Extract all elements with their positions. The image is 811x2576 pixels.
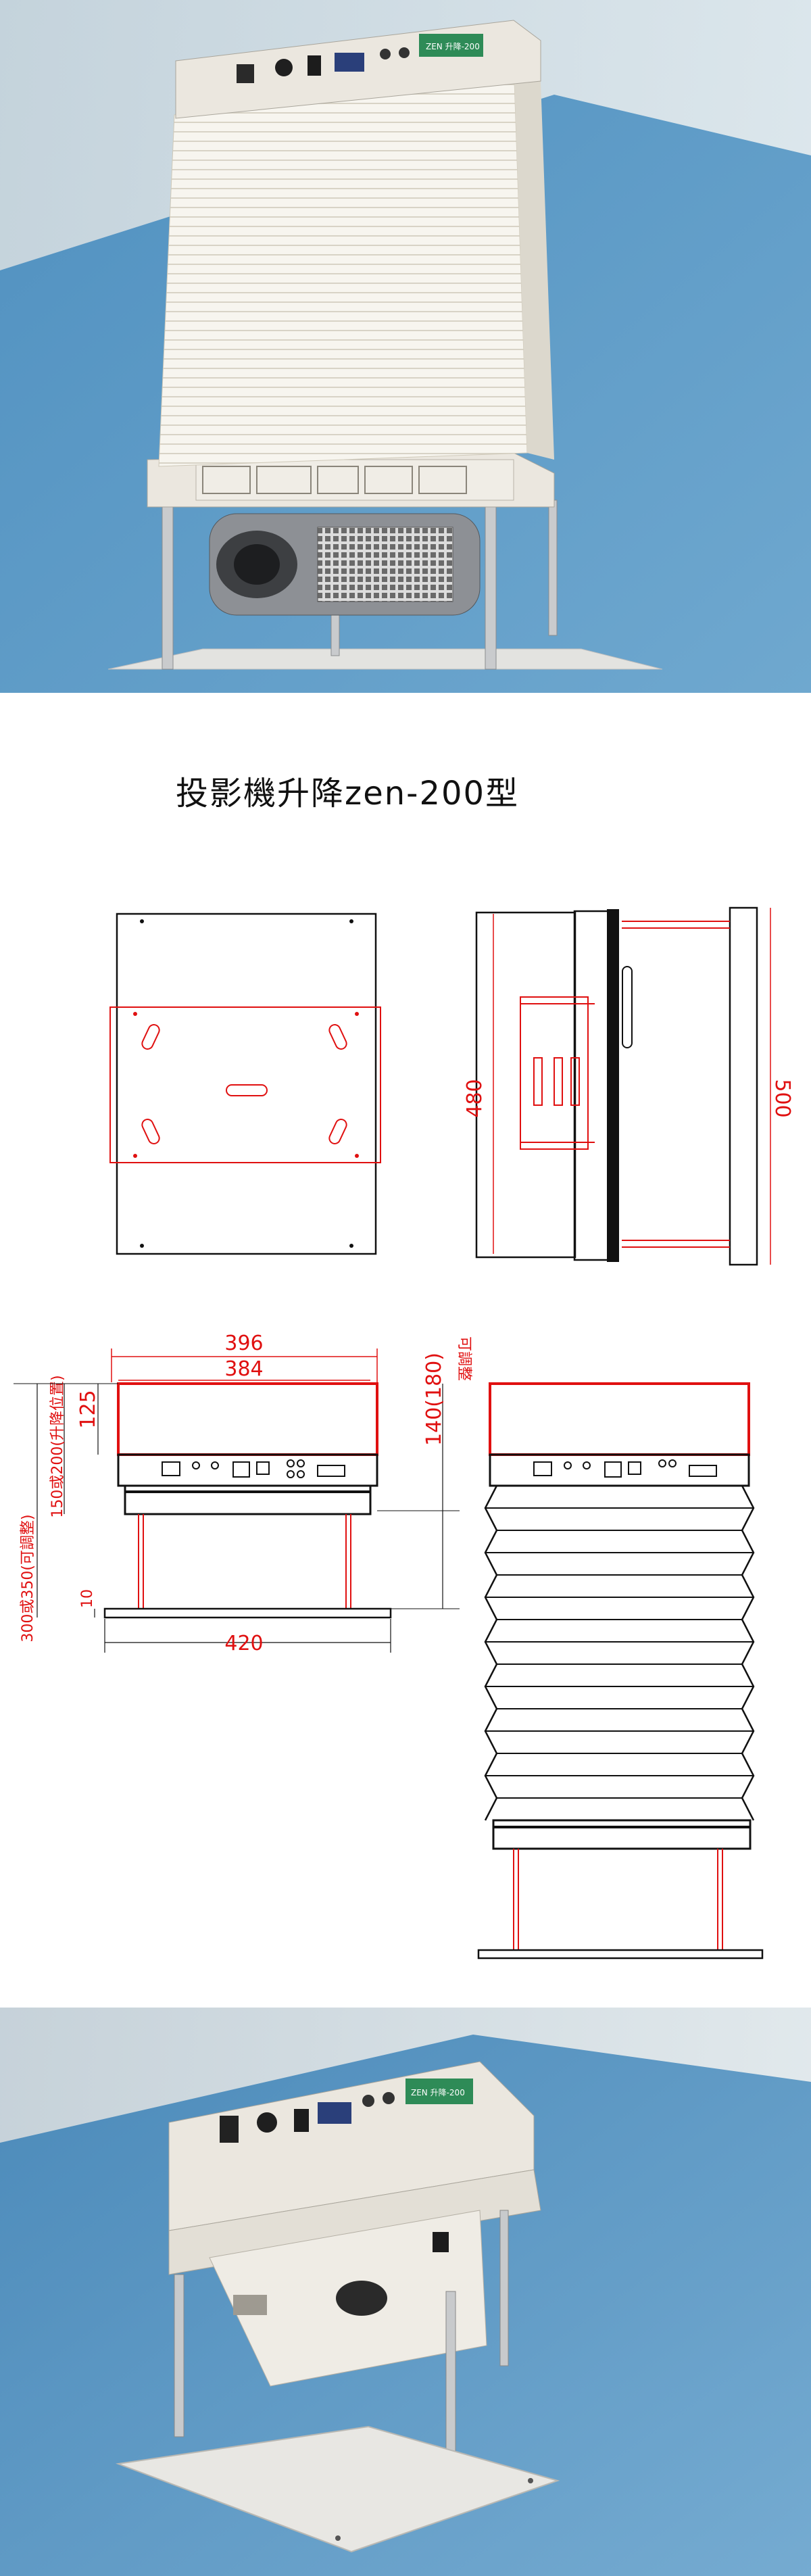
ext-lower-frame [492,1819,752,1850]
label-plate-text-2: ZEN 升降-200 [411,2088,465,2097]
dim-480: 480 [463,1079,487,1117]
power-socket-icon [237,64,254,83]
photo-ceiling-lift-with-projector: ZEN 升降-200 [0,0,811,693]
rod-front-right-2 [445,2291,456,2475]
label-plate-2 [406,2079,473,2104]
side-view-plate [729,906,758,1266]
bottom-plate-2 [116,2425,560,2553]
projector-lens [234,544,280,585]
top-view [109,913,381,1255]
side-view: 480 500 [463,906,794,1266]
label-plate-text: ZEN 升降-200 [426,42,480,51]
label-plate [419,34,483,57]
ceiling-2 [0,2008,811,2143]
front-elevation: 396 384 [14,1332,472,1655]
page-title: 投影機升降zen-200型 [176,775,519,812]
dim-500: 500 [770,1079,794,1117]
power-button-icon [275,59,293,76]
vga-port-icon-2 [318,2102,351,2124]
power-button-icon-2 [257,2112,277,2133]
projector-vent-grille [317,527,453,602]
rod-left-front [162,500,174,670]
rod-right-back [548,500,558,636]
power-socket-icon-2 [220,2116,239,2143]
photo-top-drawing: ZEN 升降-200 [0,0,811,693]
rod-front-left-2 [174,2274,185,2437]
bellows-side [514,61,554,460]
extended-elevation [477,1382,764,1960]
top-view-outline [116,913,377,1255]
ext-bottom-plate [477,1949,764,1960]
bottom-plate [107,648,663,670]
top-view-mount-plate [109,1006,381,1163]
dim-125: 125 [76,1390,100,1428]
ext-control-panel [489,1453,750,1487]
ext-housing [489,1382,750,1456]
dim-10: 10 [79,1589,96,1608]
switch-icon [308,55,321,76]
technical-drawing: 投影機升降zen-200型 [14,775,794,1960]
dim-396: 396 [224,1332,263,1355]
front-lower-frame [124,1484,372,1515]
connector-block [233,2295,267,2315]
ext-bellows [497,1484,755,1821]
bracket-hole [336,2281,387,2316]
front-control-panel [117,1453,378,1487]
front-housing [117,1382,378,1456]
bellows [158,60,528,467]
rod-back-right-2 [499,2210,509,2366]
photo-bottom-drawing: ZEN 升降-200 [0,2008,811,2576]
dim-300: 300或350(可調整) [20,1514,36,1642]
dim-150: 150或200(升降位置) [49,1375,66,1517]
av-port-icon [380,49,391,59]
rod-right-front [485,500,497,670]
dim-140: 140(180) [422,1353,446,1446]
side-view-rail [607,909,619,1262]
photo-ceiling-lift-with-plate: ZEN 升降-200 [0,2008,811,2576]
av-port-icon-2 [399,47,410,58]
front-bottom-plate [103,1607,392,1619]
dim-420: 420 [224,1632,263,1655]
dim-384: 384 [224,1357,263,1381]
vga-port-icon [335,53,364,72]
technical-drawing-area: 投影機升降zen-200型 [0,693,811,2008]
switch-icon-2 [294,2109,309,2132]
side-view-outline [475,911,576,1259]
dim-140-note: 可調整 [456,1336,472,1381]
